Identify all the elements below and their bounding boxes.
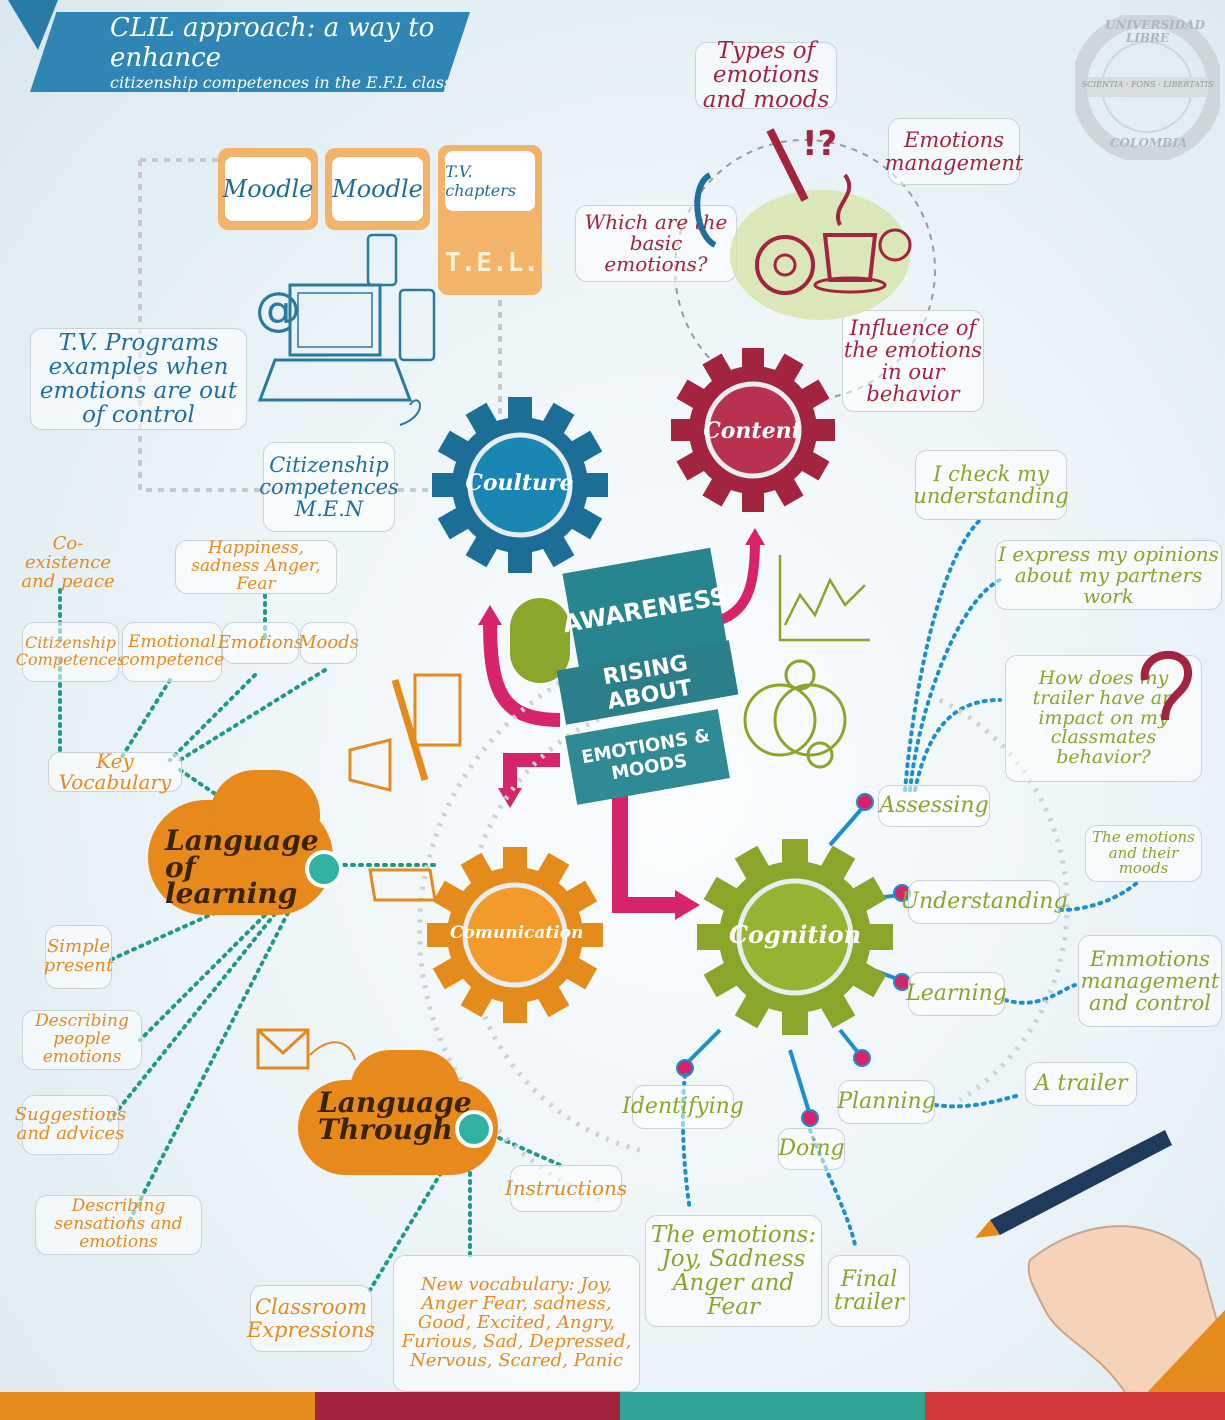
influence-box: Influence of the emotions in our behavio… <box>842 310 984 412</box>
understanding-box: Understanding <box>900 880 1068 924</box>
trailer-impact-box: How does my trailer have an impact on my… <box>1005 655 1202 782</box>
express-opinions-box: I express my opinions about my partners … <box>995 540 1222 610</box>
emotions-moods-box: The emotions and their moods <box>1085 825 1202 882</box>
describing-sensations-box: Describing sensations and emotions <box>35 1195 202 1255</box>
emmotions-management-box: Emmotions management and control <box>1078 935 1222 1027</box>
tv-programs-box: T.V. Programs examples when emotions are… <box>30 328 247 430</box>
check-understanding-box: I check my understanding <box>913 450 1069 520</box>
culture-gear-label: Coulture <box>465 470 574 496</box>
moodle-label-2: Moodle <box>332 157 423 221</box>
language-of-learning-label: Language of learning <box>165 824 319 911</box>
describing-people-box: Describing people emotions <box>22 1010 142 1070</box>
bottom-bar-orange <box>0 1392 315 1420</box>
communication-gear <box>427 847 603 1023</box>
svg-text:!?: !? <box>802 124 837 164</box>
tv-chapters-tile: T.V. chapters <box>438 145 542 295</box>
culture-gear <box>432 397 608 573</box>
hand-pen-illustration <box>975 1130 1225 1400</box>
citizenship-men-box: Citizenship competences M.E.N <box>259 442 399 532</box>
suggestions-box: Suggestions and advices <box>15 1095 126 1155</box>
content-gear <box>671 348 835 512</box>
bottom-bar-crimson <box>925 1392 1225 1420</box>
language-through-cloud-top <box>350 1050 460 1130</box>
emotional-competence-box: Emotional competence <box>120 622 224 682</box>
moodle-label-1: Moodle <box>223 157 313 221</box>
identifying-box: Identifying <box>622 1085 744 1129</box>
new-vocabulary-box: New vocabulary: Joy, Anger Fear, sadness… <box>393 1255 640 1392</box>
key-vocabulary-box: Key Vocabulary <box>48 751 182 793</box>
moodle-tile-1: Moodle <box>218 148 318 230</box>
cognition-gear-label: Cognition <box>728 920 862 949</box>
bottom-bar-red <box>315 1392 620 1420</box>
happiness-box: Happiness, sadness Anger, Fear <box>175 539 337 594</box>
communication-gear-label: Comunication <box>450 923 584 943</box>
emotions-management-box: Emotions management <box>885 118 1023 185</box>
moodle-tile-2: Moodle <box>325 148 430 230</box>
university-seal: UNIVERSIDAD LIBRE SCIENTIA · FONS · LIBE… <box>1071 11 1223 163</box>
tell-label: T.E.L.L <box>445 248 555 278</box>
tv-chapters-label: T.V. chapters <box>445 151 535 211</box>
language-through-label: Language Through <box>318 1086 472 1146</box>
types-emotions-box: Types of emotions and moods <box>695 39 837 112</box>
the-emotions-box: The emotions: Joy, Sadness Anger and Fea… <box>645 1215 822 1327</box>
language-of-learning-cloud-top <box>210 770 320 860</box>
laptop-devices-illustration: @ <box>255 233 436 426</box>
simple-present-box: Simple present <box>44 925 113 989</box>
language-through-node <box>455 1110 493 1148</box>
language-of-learning-node <box>305 850 343 888</box>
envelope-icon <box>256 1028 356 1070</box>
question-mark-icon <box>1140 650 1192 721</box>
citizenship-competences-box: Citizenship Competences <box>16 622 125 682</box>
planning-box: Planning <box>837 1080 936 1124</box>
seal-middle-text: SCIENTIA · FONS · LIBERTATIS <box>1081 80 1214 89</box>
final-trailer-box: Final trailer <box>828 1255 910 1327</box>
a-trailer-box: A trailer <box>1025 1062 1137 1106</box>
bottom-bar-teal <box>620 1392 925 1420</box>
chart-brain-illustration <box>743 555 870 769</box>
learning-box: Learning <box>906 972 1007 1016</box>
svg-text:@: @ <box>255 282 301 336</box>
instructions-box: Instructions <box>505 1165 627 1212</box>
title-line-1: CLIL approach: a way to enhance <box>110 12 435 73</box>
moods-box: Moods <box>298 622 359 664</box>
content-gear-label: Content <box>703 418 802 444</box>
content-illustration: !? <box>694 124 912 320</box>
seal-bottom-text: COLOMBIA <box>1110 136 1188 150</box>
title-line-2: citizenship competences in the E.F.L cla… <box>110 72 458 92</box>
emotions-box: Emotions <box>218 622 303 664</box>
title-banner: CLIL approach: a way to enhance citizens… <box>30 12 470 92</box>
doing-box: Doing <box>778 1128 845 1170</box>
seal-top-text: UNIVERSIDAD LIBRE <box>1105 18 1205 45</box>
coexistence-label: Co-existence and peace <box>21 533 115 592</box>
assessing-box: Assessing <box>878 785 990 827</box>
cognition-gear <box>697 839 893 1035</box>
classroom-expressions-box: Classroom Expressions <box>247 1285 375 1352</box>
